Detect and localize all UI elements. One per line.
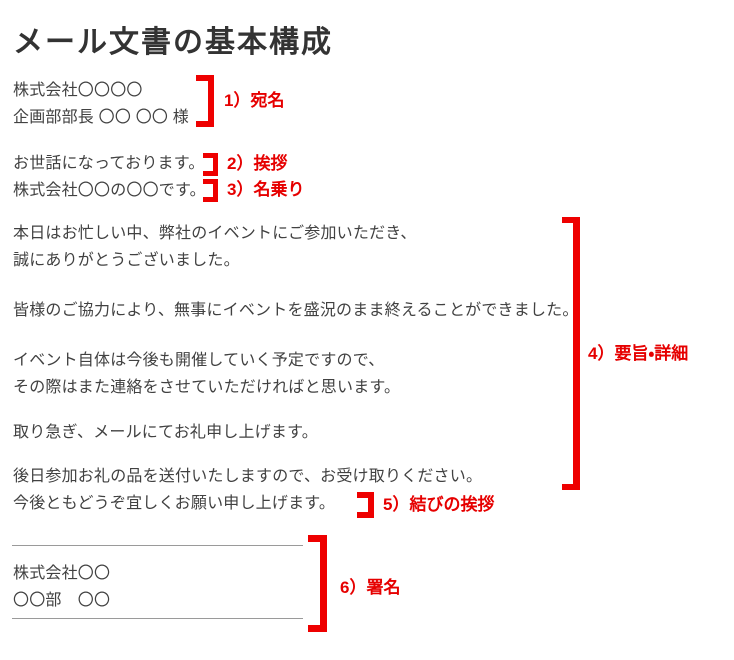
signature-divider-top [12, 545, 303, 546]
recipient-block: 株式会社〇〇〇〇 企画部部長 〇〇 〇〇 様 [13, 77, 189, 131]
recipient-company-line: 株式会社〇〇〇〇 [13, 82, 143, 99]
annotation-bracket-6 [308, 535, 327, 632]
annotation-bracket-5 [357, 492, 374, 518]
signature-divider-bottom [12, 618, 303, 619]
signature-person-line: 〇〇部 〇〇 [13, 592, 111, 609]
body-paragraph-4: 取り急ぎ、メールにてお礼申し上げます。 [13, 419, 318, 446]
annotation-label-recipient: 1）宛名 [224, 91, 285, 110]
body-line: 本日はお忙しい中、弊社のイベントにご参加いただき、 [13, 225, 417, 242]
annotation-label-closing: 5）結びの挨拶 [383, 495, 495, 514]
body-line: 誠にありがとうございました。 [13, 252, 240, 269]
self-introduction-line: 株式会社〇〇の〇〇です。 [13, 182, 206, 199]
annotation-label-greeting: 2）挨拶 [227, 154, 288, 173]
greeting-block: お世話になっております。 株式会社〇〇の〇〇です。 [13, 150, 206, 204]
body-paragraph-3: イベント自体は今後も開催していく予定ですので、 その際はまた連絡をさせていただけ… [13, 347, 400, 401]
annotation-bracket-3 [203, 179, 218, 202]
annotation-bracket-2 [203, 153, 218, 176]
body-line: 皆様のご協力により、無事にイベントを盛況のまま終えることができました。 [13, 302, 579, 319]
signature-block: 株式会社〇〇 〇〇部 〇〇 [13, 560, 110, 614]
annotation-bracket-1 [196, 75, 214, 127]
body-paragraph-2: 皆様のご協力により、無事にイベントを盛況のまま終えることができました。 [13, 297, 579, 324]
body-line: イベント自体は今後も開催していく予定ですので、 [13, 352, 385, 369]
annotation-label-self-introduction: 3）名乗り [227, 180, 305, 199]
annotation-label-main-content: 4）要旨・詳細 [588, 344, 689, 363]
body-line: 後日参加お礼の品を送付いたしますので、お受け取りください。 [13, 468, 483, 485]
body-line: その際はまた連絡をさせていただければと思います。 [13, 379, 401, 396]
body-line: 取り急ぎ、メールにてお礼申し上げます。 [13, 424, 318, 441]
body-paragraph-5: 後日参加お礼の品を送付いたしますので、お受け取りください。 今後ともどうぞ宜しく… [13, 463, 482, 517]
closing-line: 今後ともどうぞ宜しくお願い申し上げます。 [13, 495, 336, 512]
recipient-person-line: 企画部部長 〇〇 〇〇 様 [13, 109, 189, 126]
body-paragraph-1: 本日はお忙しい中、弊社のイベントにご参加いただき、 誠にありがとうございました。 [13, 220, 417, 274]
greeting-line: お世話になっております。 [13, 155, 205, 172]
annotation-label-signature: 6）署名 [340, 578, 401, 597]
page-title: メール文書の基本構成 [13, 26, 333, 59]
annotation-bracket-4 [562, 217, 580, 490]
signature-company-line: 株式会社〇〇 [13, 565, 111, 582]
